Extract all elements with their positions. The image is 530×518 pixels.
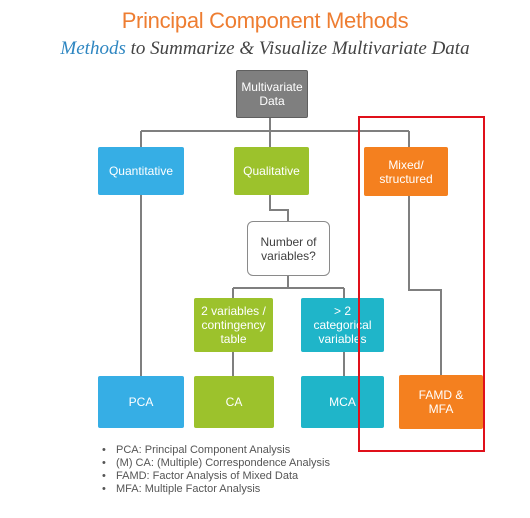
- connector-mixed-famd: [408, 196, 442, 375]
- legend-item: MFA: Multiple Factor Analysis: [100, 483, 330, 496]
- highlight-rectangle: [358, 116, 485, 452]
- node-qualitative: Qualitative: [234, 147, 309, 195]
- node-multivariate-data: Multivariate Data: [236, 70, 308, 118]
- subtitle-rest: to Summarize & Visualize Multivariate Da…: [125, 38, 470, 59]
- connector-qualitative-question: [269, 195, 289, 221]
- subtitle-highlight: Methods: [60, 38, 126, 59]
- node-quantitative: Quantitative: [98, 147, 184, 195]
- legend-item: PCA: Principal Component Analysis: [100, 444, 330, 457]
- node-famd-mfa: FAMD & MFA: [399, 375, 483, 429]
- diagram-title: Principal Component Methods: [121, 8, 409, 33]
- node-ca: CA: [194, 376, 274, 428]
- legend-list: PCA: Principal Component Analysis (M) CA…: [100, 444, 330, 496]
- node-mixed-structured: Mixed/ structured: [364, 147, 448, 196]
- node-mca: MCA: [301, 376, 384, 428]
- node-two-variables: 2 variables / contingency table: [194, 298, 273, 352]
- legend-item: (M) CA: (Multiple) Correspondence Analys…: [100, 457, 330, 470]
- node-more-categorical-variables: > 2 categorical variables: [301, 298, 384, 352]
- legend-item: FAMD: Factor Analysis of Mixed Data: [100, 470, 330, 483]
- node-number-of-variables: Number of variables?: [247, 221, 330, 276]
- node-pca: PCA: [98, 376, 184, 428]
- diagram-subtitle: Methods to Summarize & Visualize Multiva…: [0, 38, 530, 60]
